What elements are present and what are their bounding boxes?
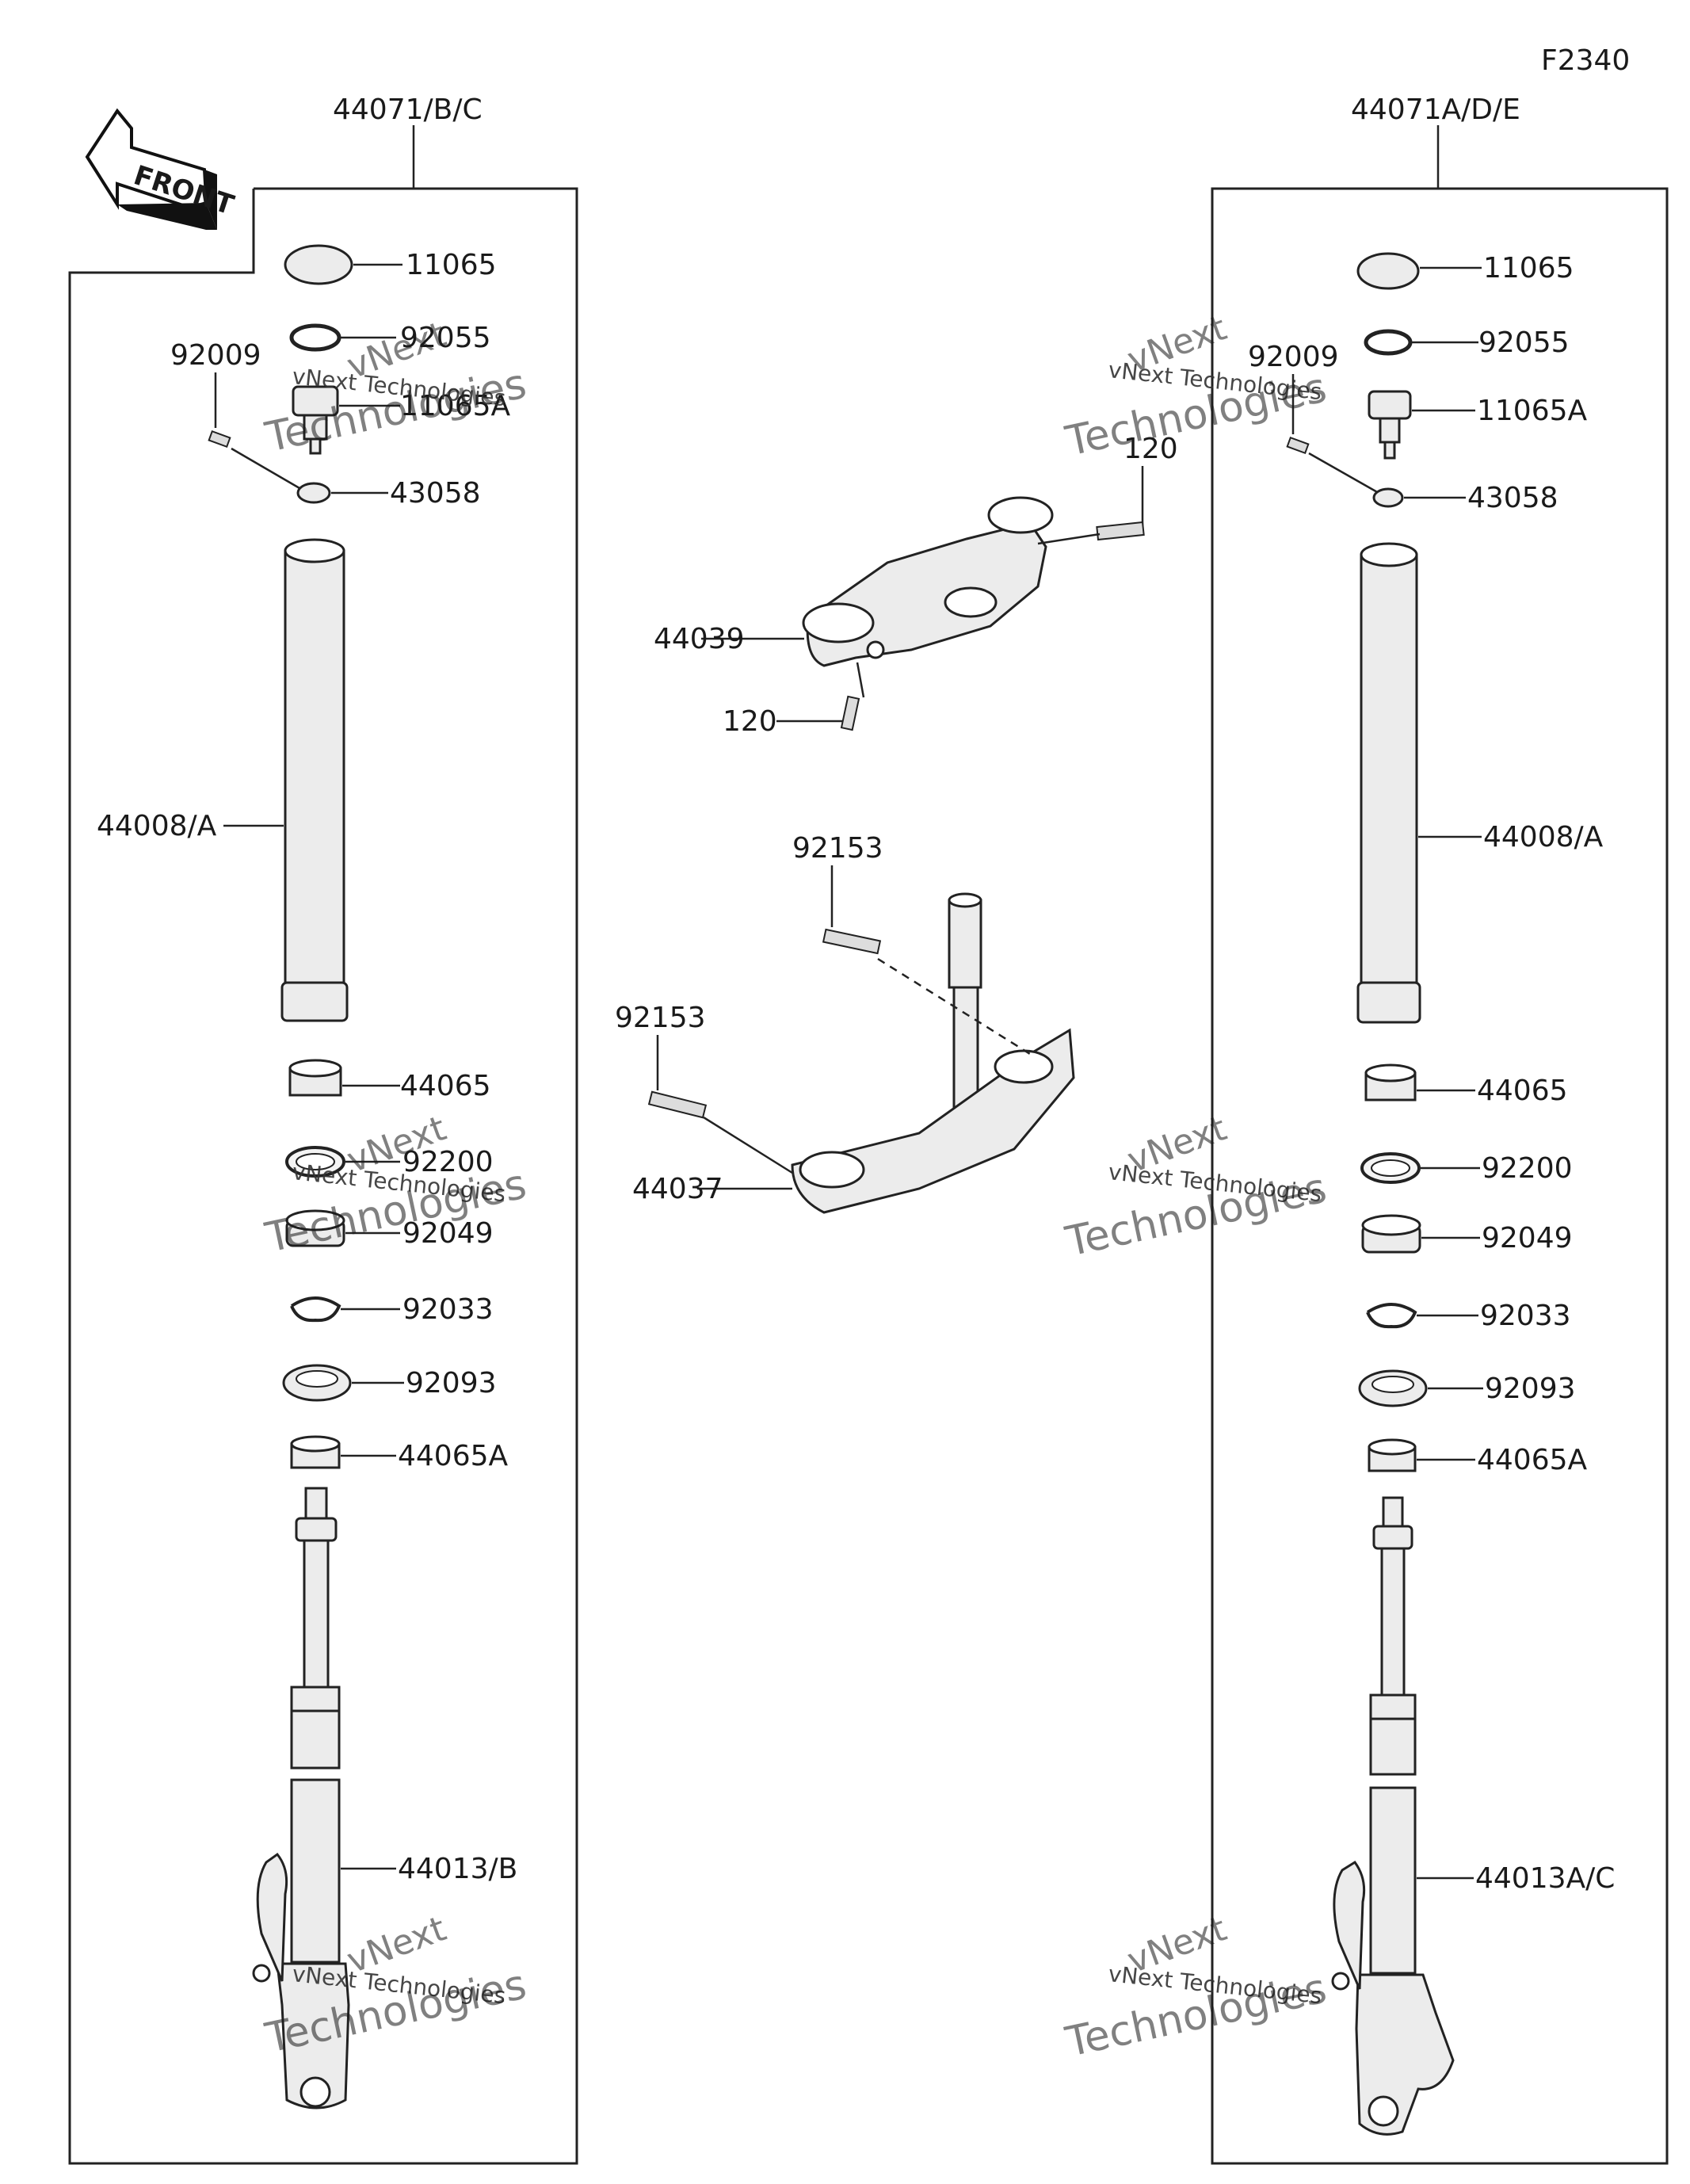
right-o-ring-part — [1364, 329, 1413, 356]
left-collar-part — [296, 482, 331, 504]
right-label-inner-tube: 44013A/C — [1475, 1862, 1615, 1895]
stem-bolt-left-label: 92153 — [615, 1002, 706, 1034]
figure-code: F2340 — [1541, 44, 1630, 77]
upper-bracket-group: 44039 120 120 — [654, 433, 1178, 738]
right-assembly-number: 44071A/D/E — [1351, 94, 1520, 126]
steering-stem-part — [948, 899, 982, 989]
left-label-bushing: 44065 — [400, 1070, 491, 1102]
left-label-outer-tube: 44008/A — [97, 810, 217, 842]
right-label-cap: 11065 — [1483, 252, 1574, 284]
upper-left-bolt-label: 120 — [723, 705, 777, 738]
right-label-dust-seal: 92093 — [1485, 1373, 1576, 1405]
right-small-bolt-part — [1286, 436, 1310, 455]
left-label-dust-seal: 92093 — [406, 1367, 497, 1399]
right-label-circlip: 92033 — [1480, 1300, 1571, 1332]
upper-bracket-part — [806, 521, 1047, 667]
stem-bracket-label: 44037 — [632, 1173, 723, 1205]
stem-bolt-top-label: 92153 — [792, 832, 883, 865]
right-label-bolt-small: 92009 — [1248, 341, 1339, 373]
left-cap-part — [284, 244, 353, 285]
right-collar-part — [1372, 487, 1404, 508]
stem-bolt-left-part — [647, 1090, 708, 1119]
left-circlip-part — [290, 1296, 341, 1323]
left-outer-tube-part — [284, 549, 345, 984]
upper-right-bolt-part — [1096, 521, 1145, 541]
right-fork-assembly: 44071A/D/E 11065 92055 92009 11065A 4305… — [1211, 94, 1669, 2165]
upper-bracket-label: 44039 — [654, 623, 745, 655]
left-label-bolt-small: 92009 — [170, 339, 261, 372]
right-label-bushing: 44065 — [1477, 1075, 1568, 1107]
right-label-bushing-a: 44065A — [1477, 1444, 1588, 1476]
left-inner-tube-part — [252, 1487, 350, 2110]
left-small-bolt-part — [208, 430, 231, 449]
right-label-o-ring: 92055 — [1478, 326, 1570, 359]
left-label-circlip: 92033 — [402, 1293, 494, 1326]
left-label-cap: 11065 — [406, 249, 497, 281]
left-fork-assembly: 44071/B/C 11065 92055 92009 11065A 43058… — [68, 94, 578, 2165]
left-label-washer: 92200 — [402, 1146, 494, 1178]
right-label-oil-seal: 92049 — [1482, 1222, 1573, 1254]
right-cap-part — [1356, 252, 1420, 290]
front-direction-arrow-icon: FRONT — [85, 108, 238, 230]
right-circlip-part — [1366, 1303, 1417, 1329]
right-adjuster-part — [1368, 390, 1412, 420]
left-o-ring-part — [289, 323, 341, 352]
right-label-collar: 43058 — [1467, 482, 1558, 514]
left-label-adjuster: 11065A — [400, 390, 511, 422]
left-label-collar: 43058 — [390, 477, 481, 510]
upper-left-bolt-part — [840, 695, 860, 731]
left-label-inner-tube: 44013/B — [398, 1853, 517, 1885]
right-inner-tube-part — [1331, 1496, 1455, 2136]
left-label-bushing-a: 44065A — [398, 1440, 509, 1472]
stem-bracket-group: 44037 92153 92153 — [615, 832, 1075, 1214]
left-label-oil-seal: 92049 — [402, 1217, 494, 1250]
right-label-outer-tube: 44008/A — [1483, 821, 1604, 853]
right-outer-tube-part — [1360, 553, 1418, 984]
stem-bolt-top-part — [822, 928, 882, 955]
upper-right-bolt-label: 120 — [1123, 433, 1178, 465]
left-label-o-ring: 92055 — [400, 322, 491, 354]
right-label-washer: 92200 — [1482, 1152, 1573, 1185]
watermark: vNext vNext Technologies Technologies vN… — [261, 307, 1330, 2066]
left-assembly-number: 44071/B/C — [333, 94, 483, 126]
right-label-adjuster: 11065A — [1477, 395, 1588, 427]
